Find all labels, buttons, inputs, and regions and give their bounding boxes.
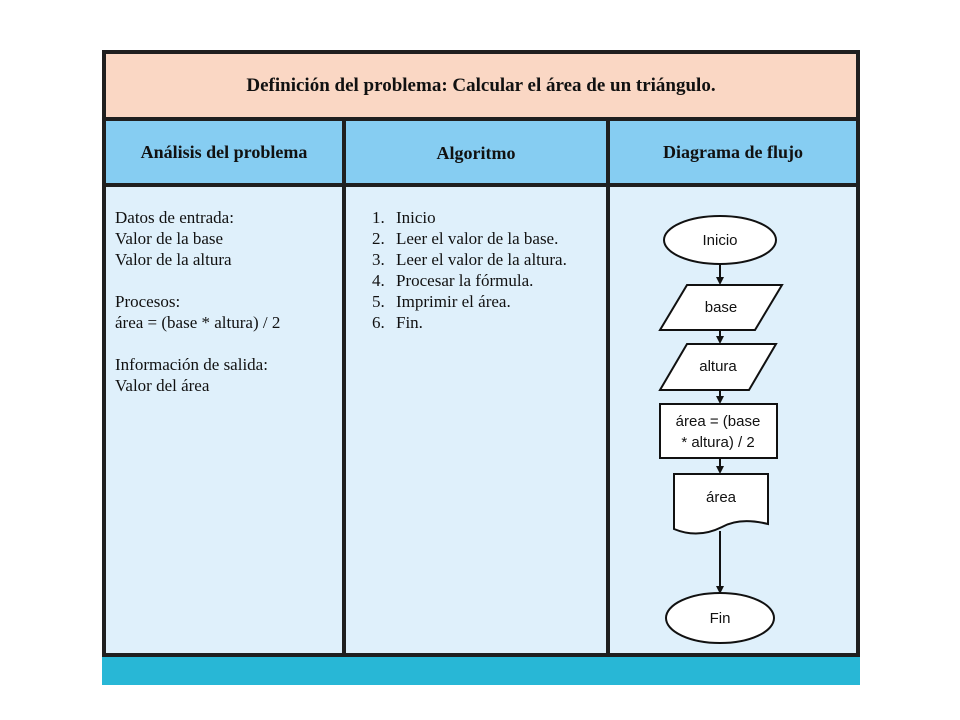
problem-definition-title: Definición del problema: Calcular el áre… [106, 54, 856, 117]
output-document-shape [673, 473, 769, 535]
output-section: Información de salida: Valor del área [115, 354, 268, 396]
analysis-header: Análisis del problema [106, 121, 342, 183]
process-formula: área = (base * altura) / 2 [115, 313, 281, 332]
algorithm-step: 6. Fin. [372, 312, 567, 333]
algorithm-body: 1. Inicio 2. Leer el valor de la base. 3… [346, 187, 606, 653]
flowchart-header-text: Diagrama de flujo [663, 141, 803, 162]
step-number: 2. [372, 229, 385, 248]
process-label-line2: * altura) / 2 [681, 434, 754, 451]
output-heading: Información de salida: [115, 355, 268, 374]
process-label-line1: área = (base [676, 413, 761, 430]
analysis-header-text: Análisis del problema [140, 141, 308, 162]
step-number: 5. [372, 292, 385, 311]
step-text: Procesar la fórmula. [396, 271, 534, 290]
algorithm-steps: 1. Inicio 2. Leer el valor de la base. 3… [372, 207, 567, 333]
algorithm-step: 1. Inicio [372, 207, 567, 228]
step-number: 1. [372, 208, 385, 227]
output-label: área [706, 489, 737, 506]
algorithm-step: 5. Imprimir el área. [372, 291, 567, 312]
process-shape [659, 403, 778, 459]
problem-table: Definición del problema: Calcular el áre… [102, 50, 860, 657]
step-text: Inicio [396, 208, 436, 227]
input-section: Datos de entrada: Valor de la base Valor… [115, 207, 234, 270]
algorithm-step: 3. Leer el valor de la altura. [372, 249, 567, 270]
input-line: Valor de la base [115, 229, 224, 248]
process-heading: Procesos: [115, 292, 181, 311]
flowchart-diagram: Inicio base altura área = (base * altura… [658, 215, 784, 644]
input-line: Valor de la altura [115, 250, 232, 269]
end-label: Fin [710, 610, 731, 627]
flowchart-header: Diagrama de flujo [610, 121, 856, 183]
input-base-shape [658, 284, 784, 331]
algorithm-step: 4. Procesar la fórmula. [372, 270, 567, 291]
step-number: 3. [372, 250, 385, 269]
step-text: Imprimir el área. [396, 292, 511, 311]
process-section: Procesos: área = (base * altura) / 2 [115, 291, 280, 333]
input-height-label: altura [699, 358, 737, 375]
input-height-shape [658, 343, 778, 391]
step-number: 6. [372, 313, 385, 332]
algorithm-header: Algoritmo [346, 121, 606, 183]
start-label: Inicio [702, 232, 737, 249]
analysis-body: Datos de entrada: Valor de la base Valor… [106, 187, 342, 653]
input-heading: Datos de entrada: [115, 208, 234, 227]
input-base-label: base [705, 299, 738, 316]
bottom-bar [102, 657, 860, 685]
step-number: 4. [372, 271, 385, 290]
flowchart-body: Inicio base altura área = (base * altura… [610, 187, 856, 653]
step-text: Fin. [396, 313, 423, 332]
algorithm-header-text: Algoritmo [436, 143, 516, 163]
step-text: Leer el valor de la altura. [396, 250, 567, 269]
output-line: Valor del área [115, 376, 210, 395]
step-text: Leer el valor de la base. [396, 229, 559, 248]
title-text: Definición del problema: Calcular el áre… [246, 74, 716, 96]
algorithm-step: 2. Leer el valor de la base. [372, 228, 567, 249]
end-terminal [665, 592, 775, 644]
